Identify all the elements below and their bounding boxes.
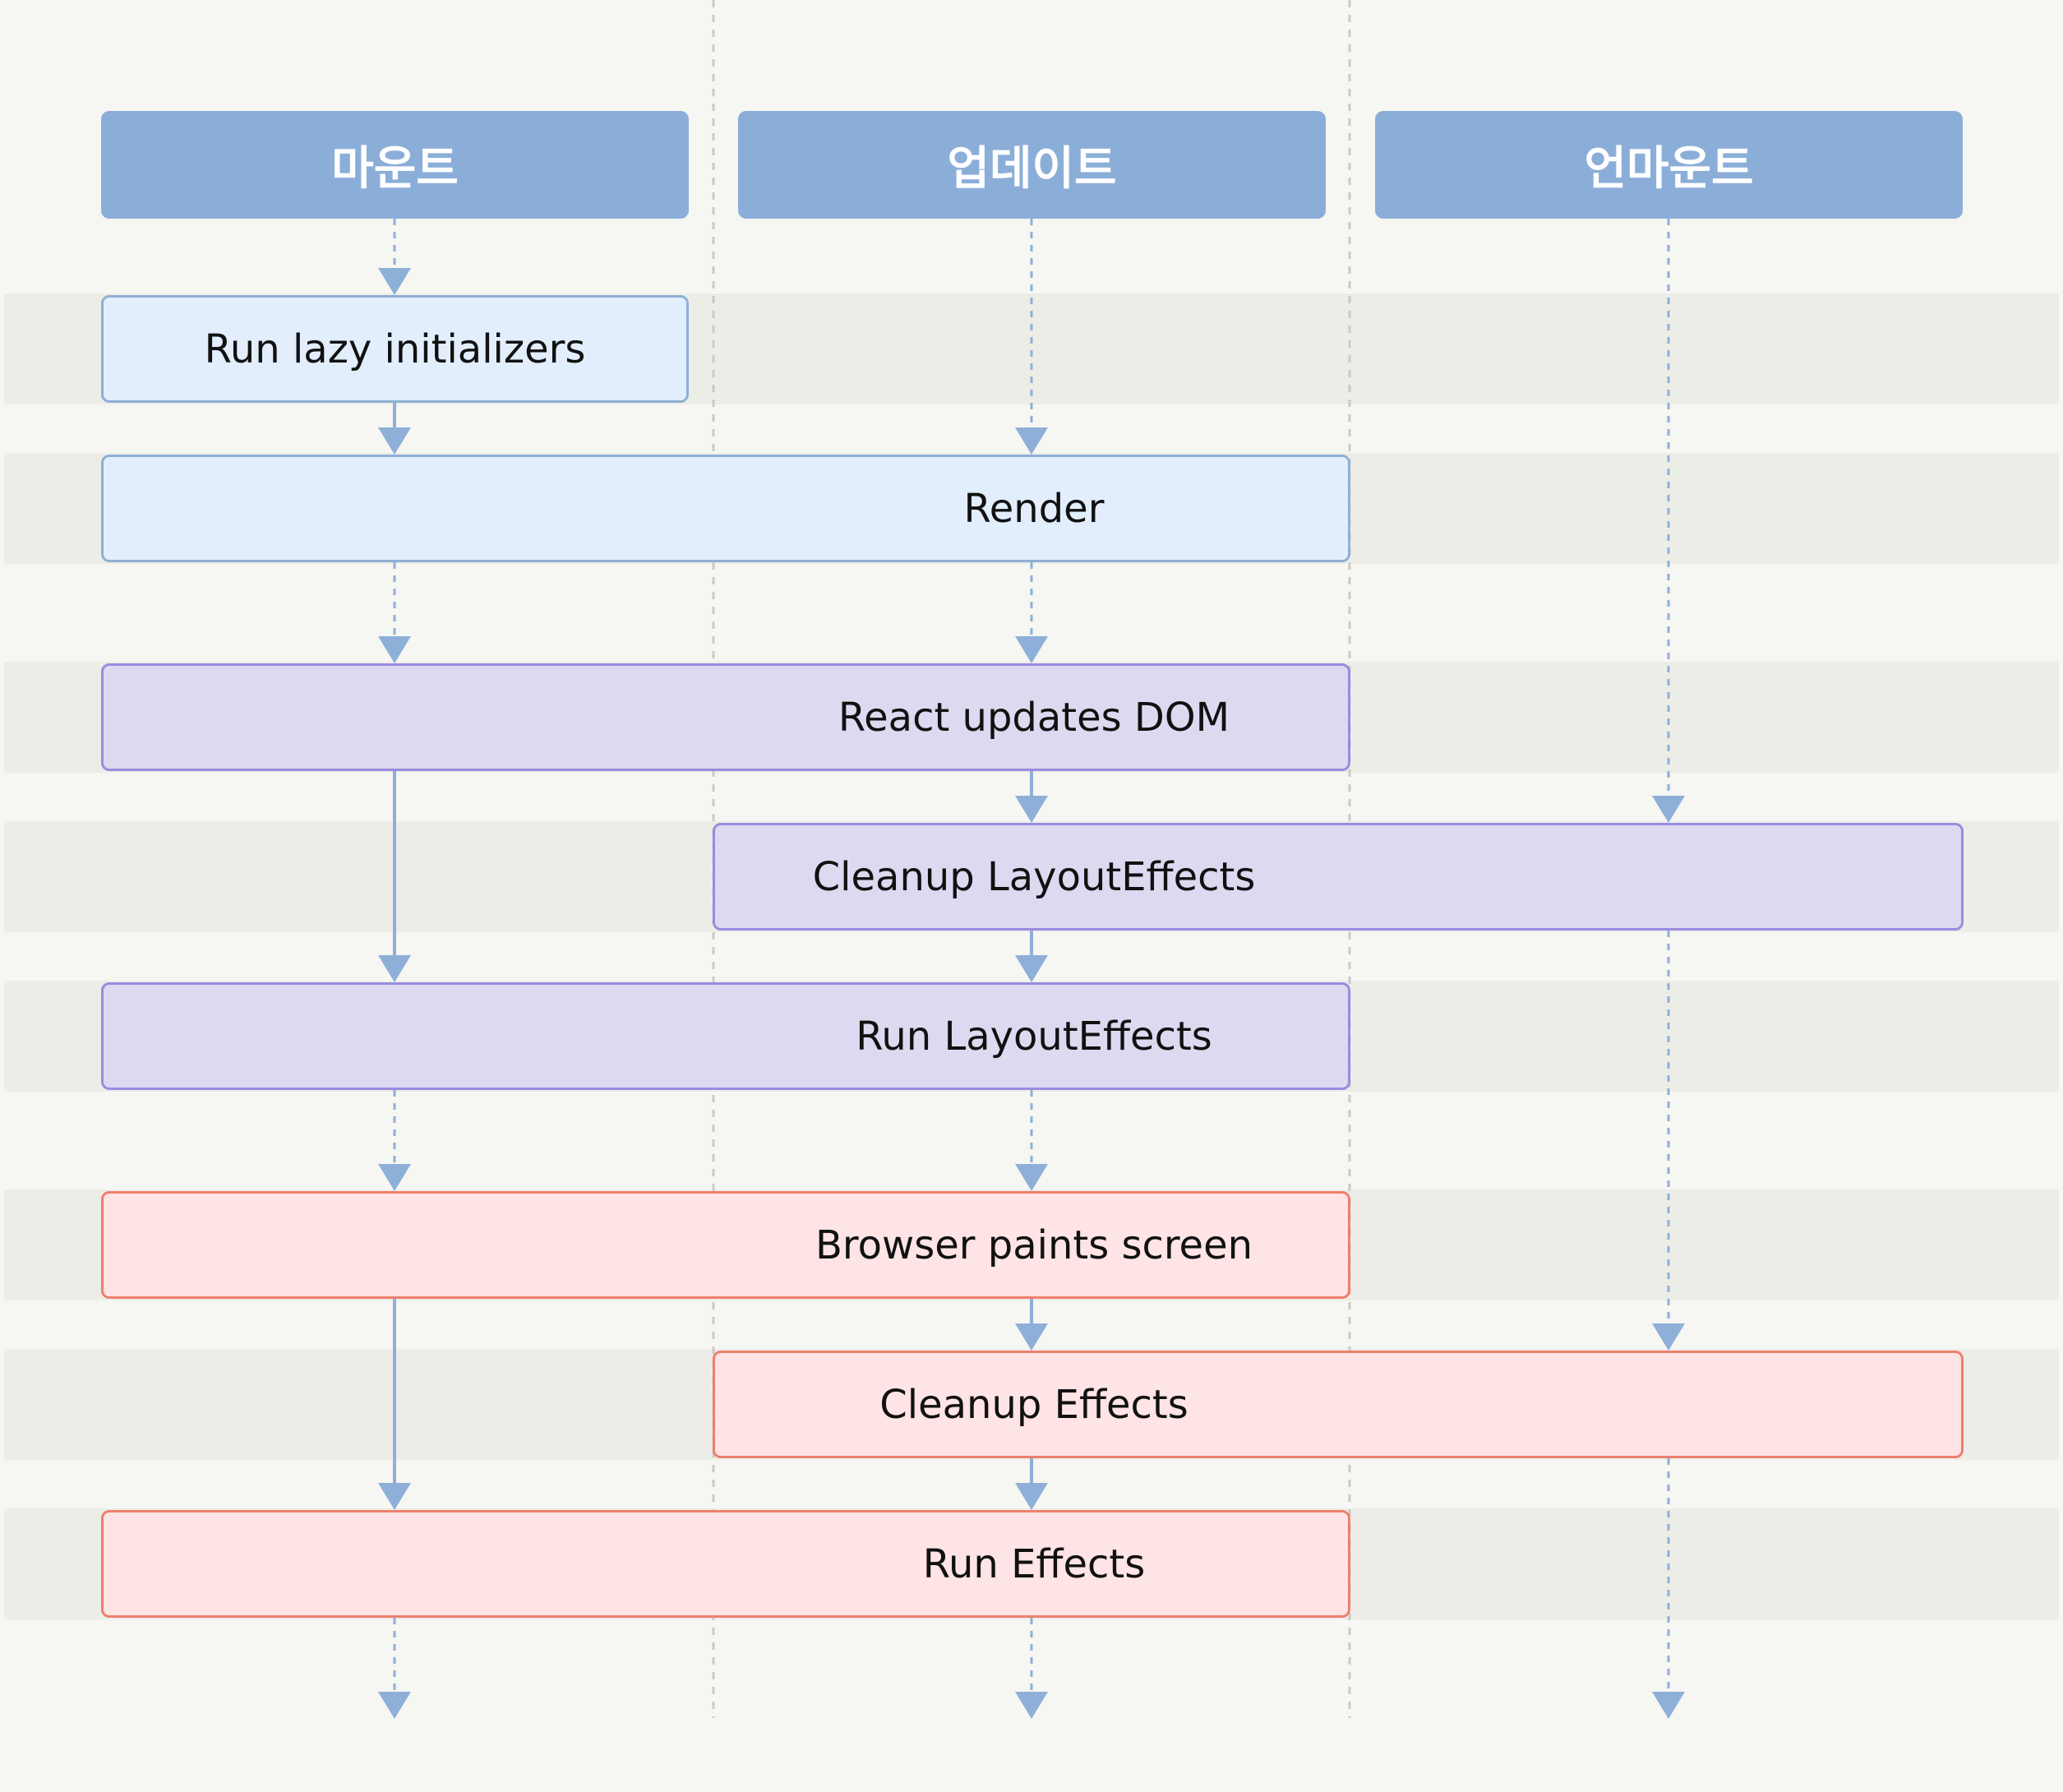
column-header-update: 업데이트 [738,111,1326,219]
step-cleanup-effects: Cleanup Effects [713,1351,1964,1458]
step-label: Run LayoutEffects [856,1013,1212,1060]
arrow-head-icon [1652,1692,1685,1719]
step-browser-paints-screen: Browser paints screen [101,1191,1350,1299]
arrow-head-icon [1015,1483,1048,1510]
step-label: Render [963,485,1105,532]
arrow-head-icon [378,268,411,295]
arrow-head-icon [1652,796,1685,823]
column-header-mount: 마운트 [101,111,689,219]
step-run-lazy-initializers: Run lazy initializers [101,295,689,403]
arrow-head-icon [1015,955,1048,982]
step-cleanup-layout-effects: Cleanup LayoutEffects [713,823,1964,931]
step-label: React updates DOM [838,694,1230,741]
step-label: Run Effects [922,1540,1146,1587]
column-header-unmount: 언마운트 [1375,111,1963,219]
arrow-head-icon [1015,1164,1048,1191]
arrow-head-icon [1015,427,1048,455]
arrow-head-icon [1015,1323,1048,1351]
arrow-head-icon [1015,636,1048,663]
step-render: Render [101,455,1350,562]
step-react-updates-dom: React updates DOM [101,663,1350,771]
arrow-head-icon [1015,1692,1048,1719]
arrow-head-icon [1652,1323,1685,1351]
step-run-layout-effects: Run LayoutEffects [101,982,1350,1090]
arrow-head-icon [378,1692,411,1719]
arrow-head-icon [378,1164,411,1191]
arrow-head-icon [378,636,411,663]
arrow-head-icon [1015,796,1048,823]
column-header-label: 언마운트 [1584,142,1754,196]
column-header-label: 업데이트 [947,142,1117,196]
arrow-head-icon [378,955,411,982]
step-label: Browser paints screen [815,1222,1253,1268]
step-label: Cleanup LayoutEffects [812,853,1256,900]
step-label: Cleanup Effects [879,1381,1188,1428]
arrow-head-icon [378,427,411,455]
arrow-head-icon [378,1483,411,1510]
step-run-effects: Run Effects [101,1510,1350,1618]
step-label: Run lazy initializers [204,326,586,372]
column-header-label: 마운트 [331,142,459,196]
